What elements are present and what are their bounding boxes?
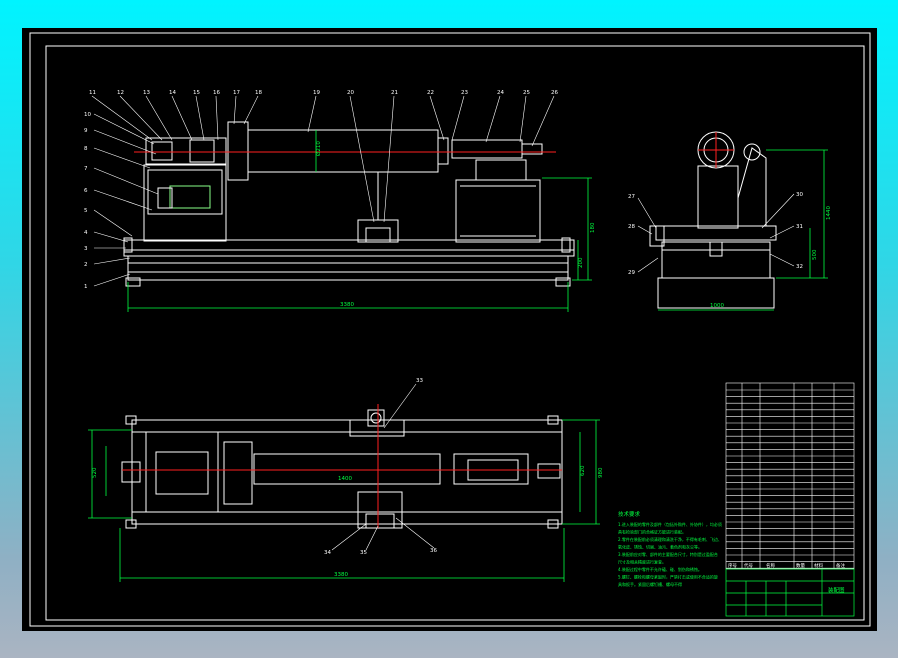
part-label: 19 xyxy=(313,90,320,96)
base-frame xyxy=(127,255,569,281)
side-dim-base: 500 xyxy=(812,249,818,260)
motor-housing xyxy=(143,164,227,242)
part-label: 27 xyxy=(628,194,635,200)
part-label: 12 xyxy=(117,90,124,96)
motor xyxy=(169,185,211,209)
parts-list-column: 数量 xyxy=(796,562,805,569)
note-line: 氧化皮、锈蚀、切屑、油污、着色剂和灰尘等。 xyxy=(618,544,702,550)
top-view xyxy=(88,383,600,582)
note-line: 3.装配前应对零、部件的主要配合尺寸，特别是过盈配合 xyxy=(618,551,718,557)
note-line: 具和扳手。紧固后螺钉槽、螺母不得 xyxy=(618,581,682,587)
part-label: 4 xyxy=(84,230,88,236)
part-label: 5 xyxy=(84,208,88,214)
top-dim-center: 1400 xyxy=(338,476,352,482)
part-label: 24 xyxy=(497,90,504,96)
parts-list-header: 序号代号 名称 数量 材料 备注 xyxy=(728,562,845,569)
parts-list xyxy=(725,382,855,570)
side-dim-width: 1000 xyxy=(710,303,724,309)
part-label: 10 xyxy=(84,112,91,118)
parts-list-column: 序号 xyxy=(728,562,737,569)
part-label: 30 xyxy=(796,192,803,198)
part-label: 32 xyxy=(796,264,803,270)
front-dim-height: 180 xyxy=(590,222,596,233)
part-label: 8 xyxy=(84,146,88,152)
top-dim-width: 980 xyxy=(598,467,604,478)
top-view-labels: 33 34 35 36 xyxy=(324,378,437,556)
front-view xyxy=(91,95,592,312)
inner-border xyxy=(45,45,865,621)
note-line: 2.零件在装配前必须清理和清洗干净，不得有毛刺、飞边、 xyxy=(618,536,722,542)
part-label: 3 xyxy=(84,246,88,252)
part-label: 23 xyxy=(461,90,468,96)
side-view xyxy=(637,131,828,311)
top-dim-inner: 620 xyxy=(580,465,586,476)
parts-list-column: 备注 xyxy=(836,562,845,569)
technical-notes: 技术要求 1.进入装配的零件及部件（包括外购件、外协件），均必须具有检验部门的合… xyxy=(618,510,722,587)
part-label: 13 xyxy=(143,90,150,96)
front-left-leaders xyxy=(93,113,159,287)
top-dim-left: 520 xyxy=(92,467,98,478)
part-label: 18 xyxy=(255,90,262,96)
part-label: 16 xyxy=(213,90,220,96)
parts-list-column: 代号 xyxy=(744,562,753,569)
part-label: 1 xyxy=(84,284,88,290)
part-label: 17 xyxy=(233,90,240,96)
part-label: 35 xyxy=(360,550,367,556)
part-label: 33 xyxy=(416,378,423,384)
top-tube xyxy=(253,453,441,485)
parts-list-column: 名称 xyxy=(766,562,775,569)
part-label: 6 xyxy=(84,188,88,194)
note-line: 4.装配过程中零件不允许磕、碰、划伤和锈蚀。 xyxy=(618,566,702,572)
note-line: 具有检验部门的合格证方能进行装配。 xyxy=(618,529,686,535)
part-label: 31 xyxy=(796,224,803,230)
part-label: 26 xyxy=(551,90,558,96)
front-dim-base: 200 xyxy=(578,257,584,268)
side-view-labels: 27 28 29 30 31 32 xyxy=(628,192,803,276)
note-line: 1.进入装配的零件及部件（包括外购件、外协件），均必须 xyxy=(618,521,722,527)
note-line: 5.螺钉、螺栓和螺母紧固时，严禁打击或使用不合适的旋 xyxy=(618,574,718,580)
parts-list-column: 材料 xyxy=(814,562,823,569)
part-label: 11 xyxy=(89,90,96,96)
part-label: 29 xyxy=(628,270,635,276)
part-label: 34 xyxy=(324,550,331,556)
top-dim-length: 3380 xyxy=(334,572,348,578)
title-block xyxy=(725,568,855,617)
top-frame xyxy=(131,419,563,525)
notes-title: 技术要求 xyxy=(618,510,641,518)
front-dim-length: 3380 xyxy=(340,302,354,308)
part-label: 20 xyxy=(347,90,354,96)
side-dim-height: 1440 xyxy=(826,206,832,220)
front-top-leaders xyxy=(91,95,555,223)
note-line: 尺寸及相关精度进行复查。 xyxy=(618,559,666,565)
front-dimensions xyxy=(127,130,592,312)
outer-border xyxy=(29,32,871,627)
part-label: 7 xyxy=(84,166,88,172)
part-label: 28 xyxy=(628,224,635,230)
part-label: 2 xyxy=(84,262,88,268)
front-dim-tube: Ø210 xyxy=(315,141,322,156)
part-label: 14 xyxy=(169,90,176,96)
part-label: 9 xyxy=(84,128,88,134)
drawing-title: 装配图 xyxy=(828,586,845,594)
part-label: 25 xyxy=(523,90,530,96)
part-label: 36 xyxy=(430,548,437,554)
part-label: 21 xyxy=(391,90,398,96)
part-label: 15 xyxy=(193,90,200,96)
part-label: 22 xyxy=(427,90,434,96)
workpiece-tube xyxy=(247,129,439,173)
